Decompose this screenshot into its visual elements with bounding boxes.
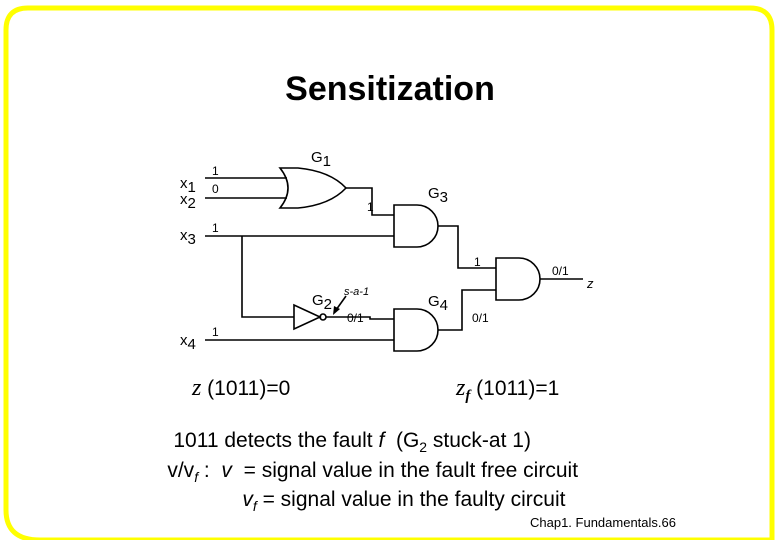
vf-v: v (242, 488, 253, 511)
detects-mid: (G (384, 429, 420, 452)
label-g4: G4 (428, 293, 448, 314)
gate-g1 (278, 167, 348, 209)
value-g4-out: 0/1 (472, 311, 489, 325)
z-symbol: z (192, 375, 202, 401)
value-x3: 1 (212, 221, 219, 235)
label-x1: x1 (180, 175, 196, 196)
gate-g4 (393, 308, 439, 352)
detects-pre: 1011 detects the fault (173, 429, 379, 452)
fault-arrow-head (333, 306, 340, 315)
detects-sub: 2 (419, 439, 428, 456)
gate-g3 (393, 204, 439, 248)
slide-title: Sensitization (285, 70, 495, 108)
value-g1-out: 1 (367, 200, 374, 214)
zf-sub: f (465, 388, 471, 405)
fault-symbol: f (378, 429, 385, 452)
wire-x3-branch (241, 236, 294, 318)
label-z: z (586, 276, 594, 291)
gate-g5 (495, 257, 541, 301)
fault-arrow (335, 295, 347, 311)
label-x4: x4 (180, 332, 196, 353)
value-g2-out: 0/1 (347, 311, 364, 325)
label-x2: x2 (180, 191, 196, 212)
value-g3-out: 1 (474, 255, 481, 269)
vvf-v: v (221, 459, 232, 482)
label-x3: x3 (180, 227, 196, 248)
value-x4: 1 (212, 325, 219, 339)
wire-g1-out (346, 187, 394, 216)
vf-sub: f (252, 498, 257, 515)
vvf-post: = signal value in the fault free circuit (231, 459, 579, 482)
vvf-sub: f (194, 469, 199, 486)
wire-g3-out (438, 225, 496, 269)
footer-page-label: Chap1. Fundamentals.66 (530, 515, 676, 530)
vf-post: = signal value in the faulty circuit (256, 488, 566, 511)
vvf-colon: : (198, 459, 222, 482)
wire-g2-out (326, 316, 394, 320)
fault-label: s-a-1 (344, 286, 369, 298)
zf-eval: (1011)=1 (470, 377, 560, 400)
label-g3: G3 (428, 185, 448, 206)
value-x2: 0 (212, 182, 219, 196)
label-g1: G1 (311, 149, 331, 170)
detects-post: stuck-at 1) (427, 429, 531, 452)
vvf-pre: v/v (167, 459, 195, 482)
label-g2: G2 (312, 292, 332, 313)
gate-g2 (293, 303, 322, 331)
value-x1: 1 (212, 164, 219, 178)
value-z: 0/1 (552, 264, 569, 278)
wire-g4-out (438, 289, 496, 331)
zf-symbol: z (456, 375, 466, 401)
z-eval: (1011)=0 (201, 377, 291, 400)
